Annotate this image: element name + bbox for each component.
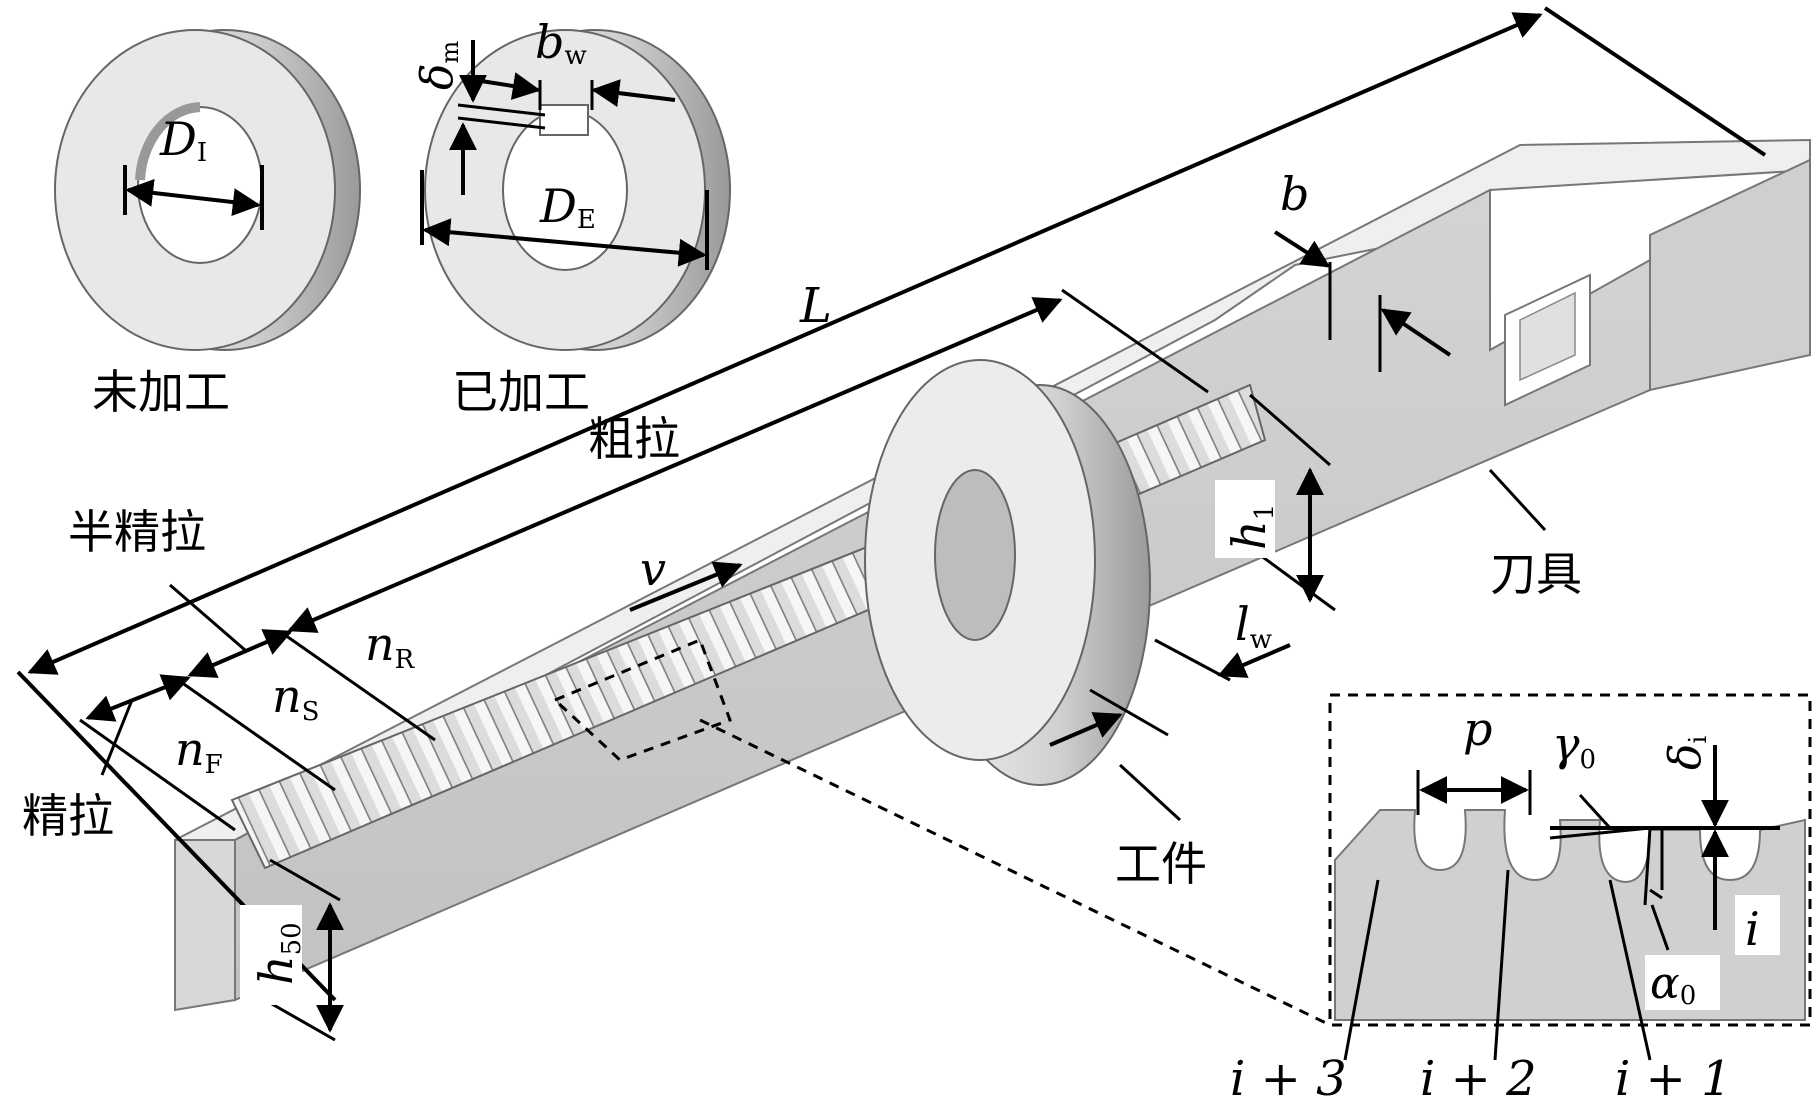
dim-l-w [1049, 638, 1291, 747]
label-h1-bg [1215, 480, 1275, 558]
leader-workpiece [1118, 763, 1182, 822]
label-tool: 刀具 [1490, 547, 1582, 601]
broach-shank [1649, 158, 1811, 392]
zoom-leader [699, 718, 1331, 1027]
label-n-R: nR [365, 617, 416, 675]
label-L: L [799, 278, 832, 334]
label-i: i [1745, 902, 1760, 956]
label-l-w: lw [1235, 597, 1272, 655]
label-gamma0: γ0 [1552, 717, 1596, 775]
label-unprocessed: 未加工 [92, 365, 230, 419]
label-finish: 精拉 [22, 789, 114, 843]
label-b-w: bw [535, 15, 587, 71]
label-h50-bg [240, 905, 302, 1005]
label-v: v [640, 542, 666, 596]
label-n-S: nS [272, 669, 319, 727]
label-semi-finish: 半精拉 [68, 505, 206, 559]
dim-h1 [1249, 393, 1336, 612]
label-delta-m: δm [412, 41, 464, 91]
label-i-plus-3: i + 3 [1230, 1051, 1347, 1104]
label-p: p [1463, 702, 1492, 756]
dim-n-segments [79, 583, 436, 832]
tooth-detail-inset [1328, 693, 1812, 1061]
ring-processed [424, 29, 731, 351]
velocity-arrow [629, 561, 743, 612]
ring-unprocessed [54, 29, 361, 351]
label-processed: 已加工 [452, 365, 590, 419]
label-workpiece: 工件 [1115, 837, 1207, 891]
dim-h50 [264, 858, 344, 1042]
label-h1: h1 [1222, 504, 1280, 550]
label-n-F: nF [175, 722, 223, 780]
label-delta-i: δi [1660, 736, 1712, 771]
label-rough: 粗拉 [588, 412, 680, 466]
label-i-plus-1: i + 1 [1615, 1051, 1732, 1104]
label-b: b [1280, 167, 1309, 221]
label-i-plus-2: i + 2 [1420, 1051, 1537, 1104]
leader-tool [1488, 468, 1547, 532]
zoom-source-box [553, 638, 732, 762]
label-h50: h50 [249, 922, 307, 985]
label-i-bg [1735, 895, 1780, 955]
dim-rough [287, 288, 1209, 633]
dim-b [1273, 230, 1452, 372]
label-alpha0: α0 [1650, 958, 1696, 1011]
label-alpha0-bg [1645, 955, 1720, 1010]
